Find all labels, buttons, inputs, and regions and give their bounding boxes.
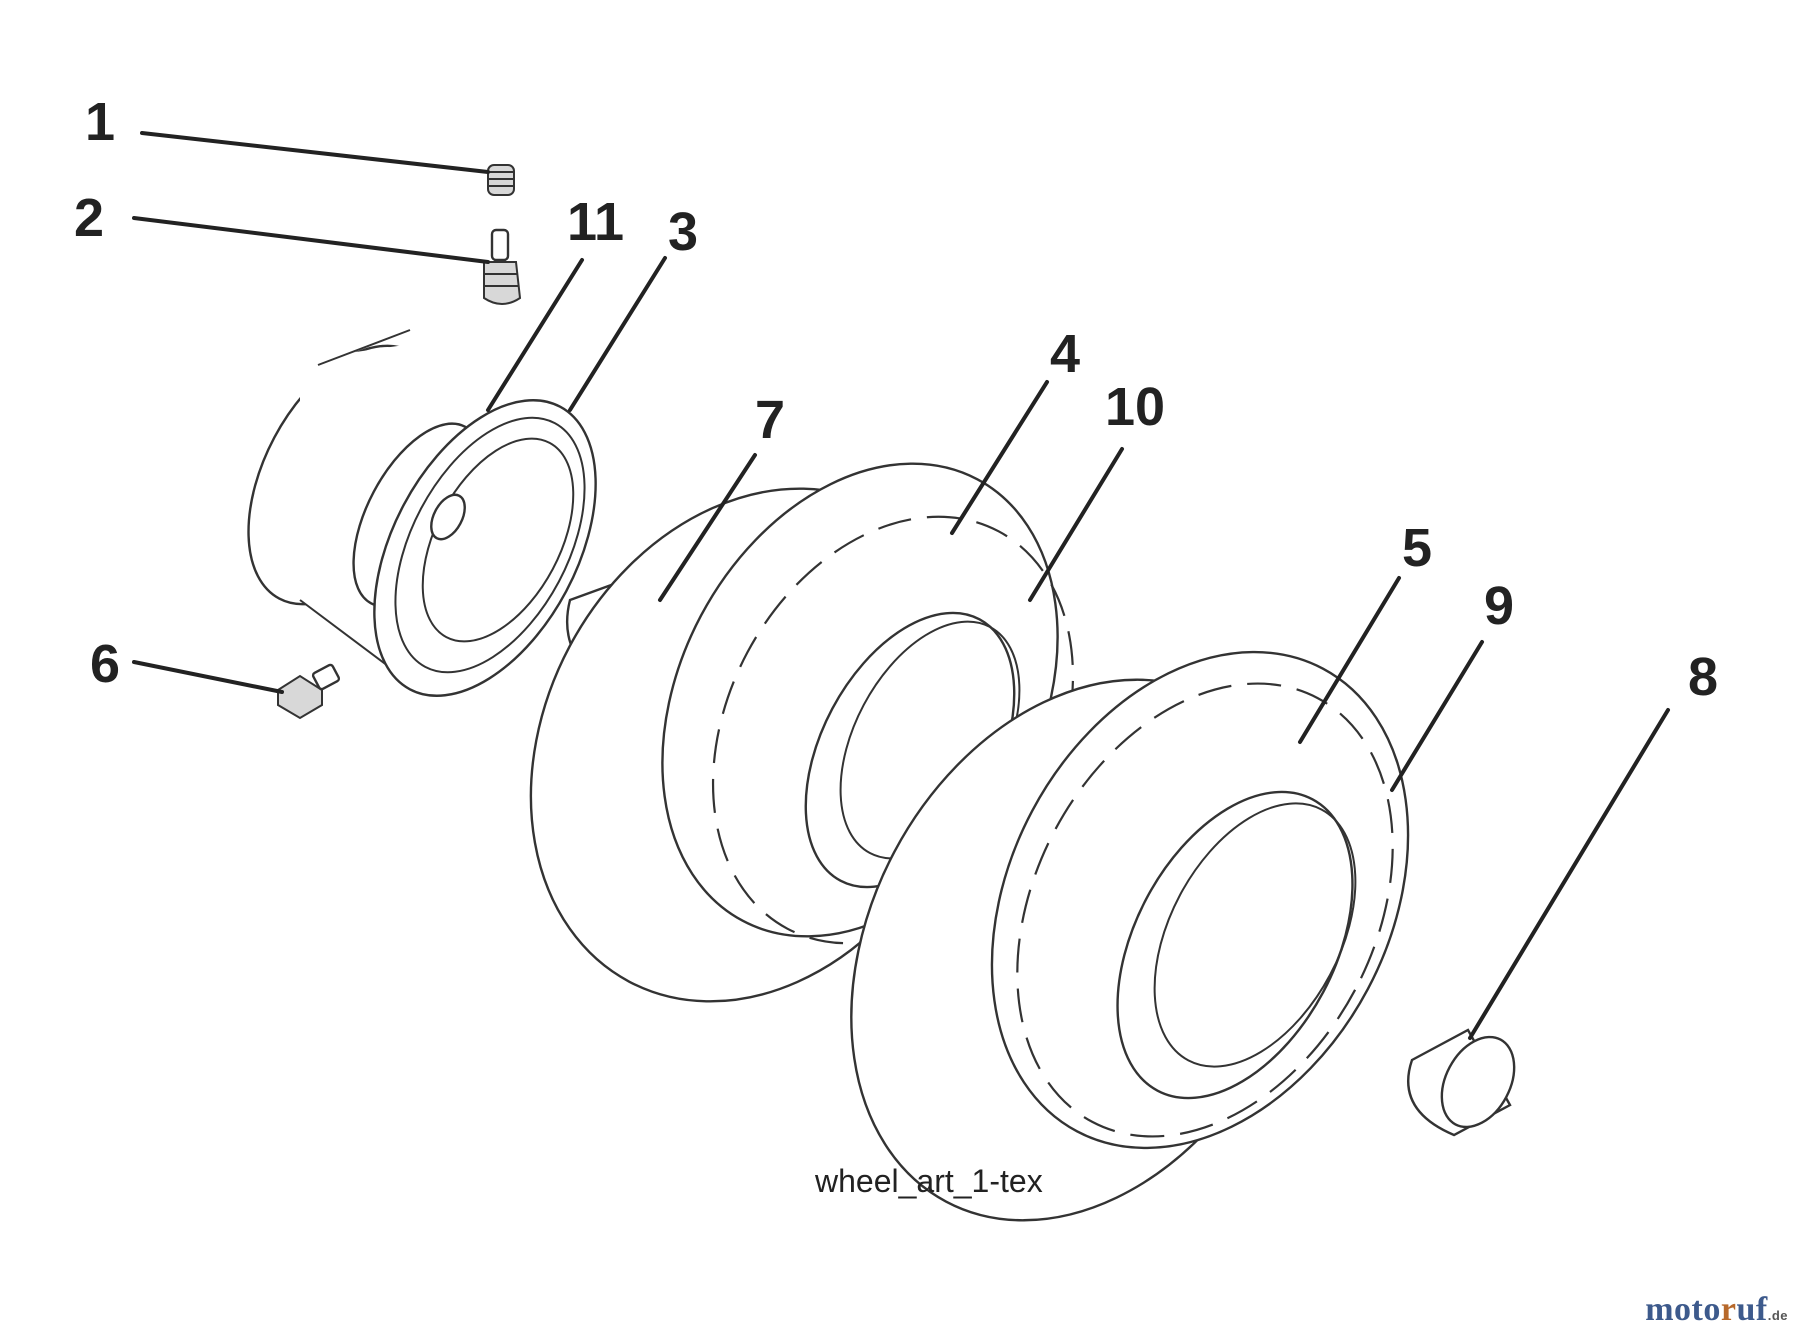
leader-lines	[132, 131, 1670, 1040]
part-valve-cap	[487, 164, 515, 196]
part-bolt	[277, 663, 341, 720]
callout-7: 7	[755, 390, 785, 450]
callout-6: 6	[90, 634, 120, 694]
callout-5: 5	[1402, 518, 1432, 578]
callout-2: 2	[74, 188, 104, 248]
brand-watermark: motoruf.de	[1645, 1291, 1788, 1329]
brand-part-3: uf	[1736, 1291, 1768, 1328]
brand-part-2: r	[1720, 1291, 1737, 1328]
brand-part-1: moto	[1645, 1291, 1721, 1328]
callout-11: 11	[567, 192, 624, 252]
part-tire-rear	[850, 650, 1410, 1222]
part-valve-stem	[483, 228, 522, 305]
callout-4: 4	[1050, 324, 1080, 384]
callouts: 1 2 11 3 7 4 10 5 9 8 6	[74, 92, 1718, 707]
brand-tld: .de	[1767, 1308, 1788, 1323]
callout-10: 10	[1105, 377, 1165, 437]
part-hub-cap	[1407, 1028, 1516, 1137]
callout-9: 9	[1484, 576, 1514, 636]
part-rim	[247, 329, 597, 697]
diagram-caption: wheel_art_1-tex	[814, 1163, 1043, 1199]
callout-8: 8	[1688, 647, 1718, 707]
callout-3: 3	[668, 202, 698, 262]
callout-1: 1	[85, 92, 115, 152]
part-tire-front	[529, 462, 1075, 1003]
